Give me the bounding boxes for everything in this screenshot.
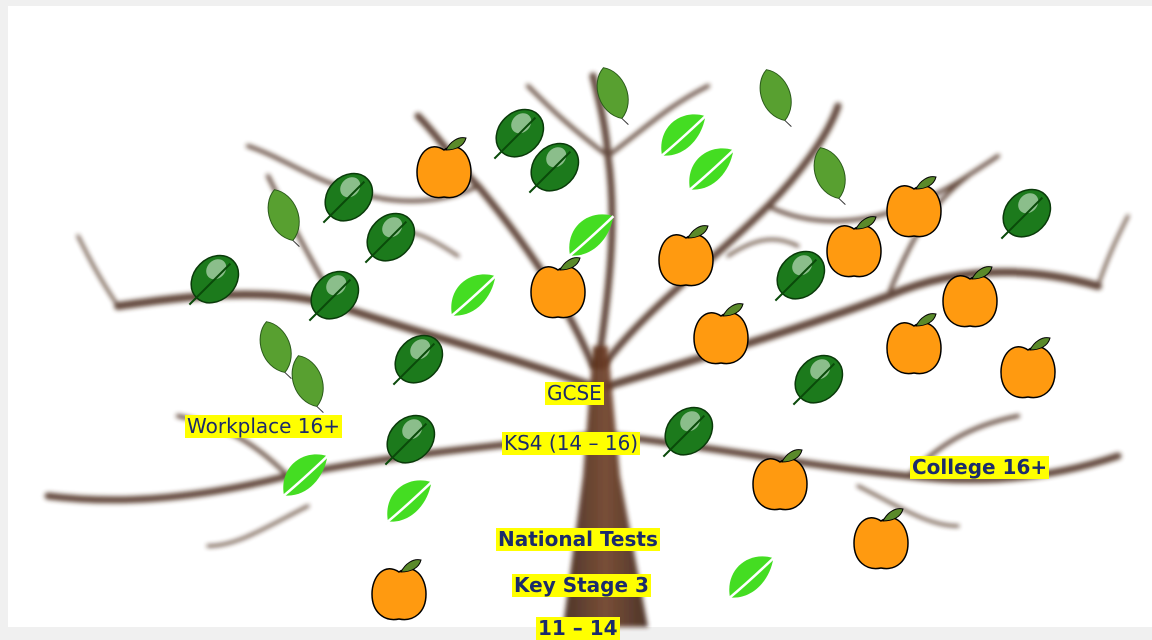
national-tests-label: National Tests (496, 527, 660, 551)
dark-leaf-icon (322, 172, 374, 224)
gcse-label: GCSE (545, 381, 604, 405)
dark-leaf-icon (792, 354, 844, 406)
apple-icon (1000, 337, 1056, 399)
apple-icon (886, 176, 942, 238)
apple-icon (942, 266, 998, 328)
dark-leaf-icon (308, 270, 360, 322)
olive-leaf-icon (267, 189, 300, 247)
dark-leaf-icon (493, 108, 545, 160)
light-leaf-icon (729, 556, 775, 599)
apple-icon (371, 559, 427, 621)
tree-illustration (44, 67, 1130, 627)
dark-leaf-icon (364, 212, 416, 264)
dark-leaf-icon (528, 142, 580, 194)
apple-icon (853, 508, 909, 570)
olive-leaf-icon (596, 67, 629, 125)
light-leaf-icon (451, 274, 497, 317)
dark-leaf-icon (392, 334, 444, 386)
apple-icon (886, 313, 942, 375)
light-leaf-icon (689, 148, 735, 191)
ks3-age-label: 11 – 14 (536, 616, 620, 640)
apple-icon (693, 303, 749, 365)
ks4-label: KS4 (14 – 16) (502, 431, 641, 455)
light-leaf-icon (283, 454, 329, 497)
light-leaf-icon (569, 214, 615, 257)
workplace-label: Workplace 16+ (185, 414, 343, 438)
dark-leaf-icon (1000, 188, 1052, 240)
college-label: College 16+ (910, 455, 1050, 479)
olive-leaf-icon (813, 147, 846, 205)
dark-leaf-icon (774, 250, 826, 302)
apple-icon (752, 449, 808, 511)
apple-icon (530, 257, 586, 319)
light-leaf-icon (661, 114, 707, 157)
apple-icon (658, 225, 714, 287)
olive-leaf-icon (291, 355, 324, 413)
apple-icon (826, 216, 882, 278)
olive-leaf-icon (259, 321, 292, 379)
slide-canvas: GCSE KS4 (14 – 16) Workplace 16+ College… (8, 6, 1152, 640)
olive-leaf-icon (759, 69, 792, 127)
dark-leaf-icon (188, 254, 240, 306)
dark-leaf-icon (662, 406, 714, 458)
dark-leaf-icon (384, 414, 436, 466)
key-stage-3-label: Key Stage 3 (512, 573, 651, 597)
light-leaf-icon (387, 480, 433, 523)
apple-icon (416, 137, 472, 199)
